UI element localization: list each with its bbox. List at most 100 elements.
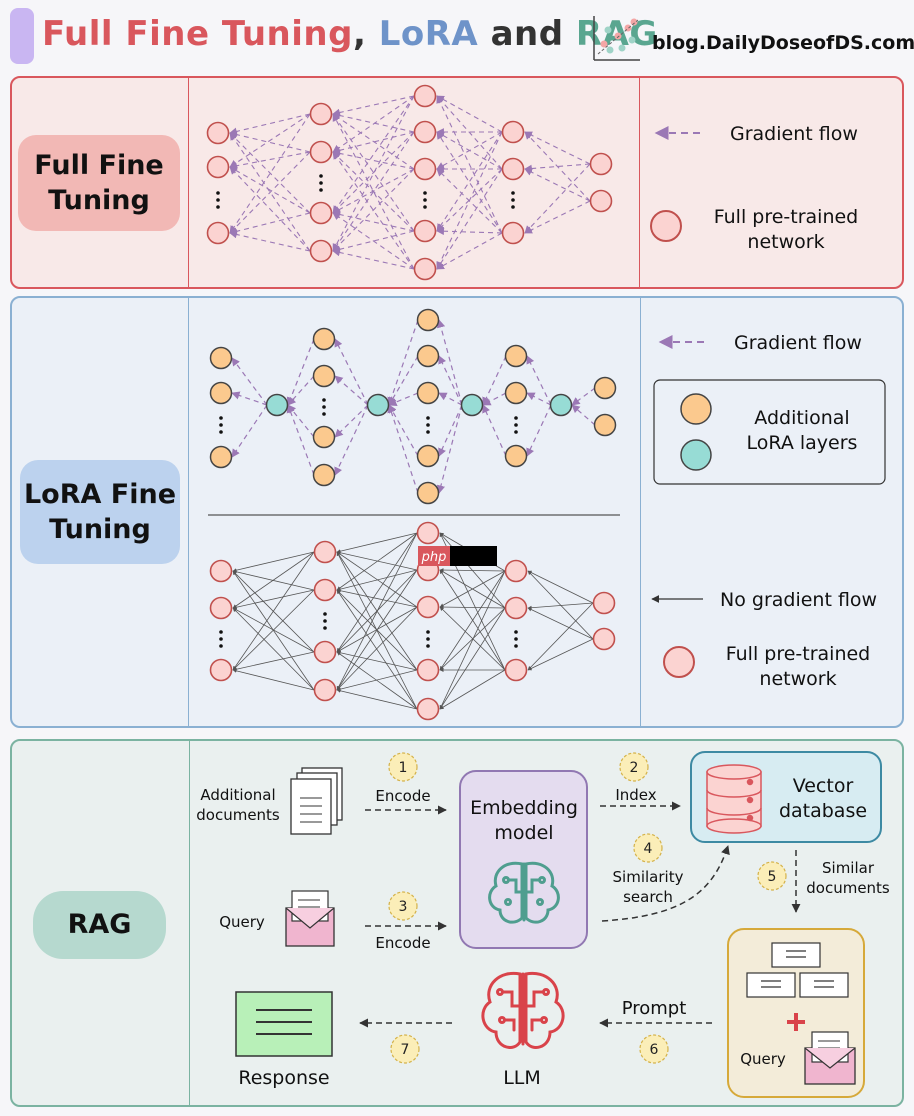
ellipsis-dot	[423, 205, 427, 209]
frozen-edge	[439, 607, 506, 710]
frozen-edge	[232, 589, 315, 610]
ellipsis-dot	[426, 423, 430, 427]
lora-gradient-edge	[334, 338, 369, 406]
lora-gradient-edge	[334, 375, 369, 406]
network-node	[206, 121, 230, 145]
lora-gradient-edge	[334, 404, 369, 476]
lora-gradient-edge	[571, 404, 596, 426]
frozen-edge	[527, 570, 594, 604]
frozen-node	[313, 678, 337, 702]
prompt-query-envelope-icon	[804, 1031, 856, 1085]
ellipsis-dot	[323, 612, 327, 616]
gradient-edge	[436, 227, 503, 236]
ellipsis-dot	[426, 430, 430, 434]
network-node	[589, 152, 613, 176]
frozen-edge	[336, 550, 418, 571]
ellipsis-dot	[514, 423, 518, 427]
network-node	[589, 189, 613, 213]
frozen-network	[209, 521, 616, 721]
gradient-edge	[436, 131, 503, 234]
network-node	[206, 221, 230, 245]
lora-orange-node	[312, 463, 336, 487]
step-number-5: 5	[768, 869, 777, 885]
step-marker-2	[619, 752, 649, 782]
ellipsis-dot	[323, 626, 327, 630]
lora-gradient-edge	[231, 391, 268, 406]
ellipsis-dot	[426, 637, 430, 641]
network-node	[206, 155, 230, 179]
ellipsis-dot	[319, 181, 323, 185]
gradient-edge	[229, 130, 311, 153]
ellipsis-dot	[319, 174, 323, 178]
frozen-node	[209, 658, 233, 682]
lora-orange-node	[504, 344, 528, 368]
documents-icon	[290, 767, 343, 835]
frozen-edge	[336, 532, 418, 554]
ellipsis-dot	[219, 416, 223, 420]
network-node	[309, 239, 333, 263]
gradient-edge	[229, 230, 311, 252]
ellipsis-dot	[514, 630, 518, 634]
ellipsis-dot	[219, 430, 223, 434]
lora-teal-node	[366, 393, 390, 417]
ellipsis-dot	[323, 619, 327, 623]
rag-label-text: RAG	[67, 909, 132, 941]
encode-label-2: Encode	[375, 934, 431, 952]
frozen-node	[504, 559, 528, 583]
gradient-edge	[436, 131, 503, 270]
frozen-node	[416, 697, 440, 721]
lora-orange-node	[312, 425, 336, 449]
prompt-documents-icon	[746, 942, 849, 998]
prompt-label: Prompt	[621, 998, 687, 1019]
step-marker-7	[390, 1034, 420, 1064]
lora-gradient-edge	[387, 319, 419, 406]
network-node	[309, 140, 333, 164]
gradient-edge	[524, 131, 591, 165]
database-icon	[706, 764, 762, 834]
step-number-4: 4	[644, 841, 653, 857]
network-node	[501, 120, 525, 144]
frozen-node	[592, 591, 616, 615]
index-label: Index	[615, 786, 657, 804]
lora-gradient-edge	[286, 338, 315, 406]
frozen-edge	[439, 570, 506, 671]
frozen-node	[209, 559, 233, 583]
gradient-edge	[524, 163, 591, 173]
legend-lora-gradient-label: Gradient flow	[734, 332, 862, 354]
step-number-7: 7	[401, 1042, 410, 1058]
gradient-edge	[332, 113, 415, 170]
legend-pink-node	[650, 210, 682, 242]
lora-teal-node	[549, 393, 573, 417]
lora-teal-node	[460, 393, 484, 417]
gradient-edge	[332, 212, 415, 270]
frozen-edge	[439, 605, 506, 610]
legend-teal-node	[680, 439, 712, 471]
ellipsis-dot	[423, 191, 427, 195]
gradient-edge	[332, 113, 415, 270]
lora-orange-node	[593, 376, 617, 400]
gradient-edge	[229, 132, 311, 214]
legend-full-network-label: Full pre-trained network	[702, 205, 870, 254]
gradient-edge	[229, 113, 311, 168]
gradient-edge	[332, 168, 415, 214]
ellipsis-dot	[426, 416, 430, 420]
ellipsis-dot	[219, 630, 223, 634]
lora-divider-left	[188, 298, 189, 726]
gradient-edge	[436, 232, 503, 270]
lora-network	[209, 308, 617, 505]
lora-orange-node	[312, 364, 336, 388]
gradient-edge	[229, 132, 311, 252]
ellipsis-dot	[426, 630, 430, 634]
network-node	[413, 219, 437, 243]
gradient-edge	[436, 131, 503, 170]
frozen-node	[313, 540, 337, 564]
lora-gradient-edge	[438, 355, 463, 406]
frozen-node	[209, 596, 233, 620]
gradient-edge	[436, 131, 503, 232]
frozen-node	[313, 640, 337, 664]
title-comma: ,	[352, 14, 367, 54]
lora-gradient-edge	[286, 404, 315, 476]
gradient-edge	[332, 230, 415, 254]
full-ft-divider-right	[639, 78, 640, 287]
frozen-edge	[336, 650, 418, 671]
